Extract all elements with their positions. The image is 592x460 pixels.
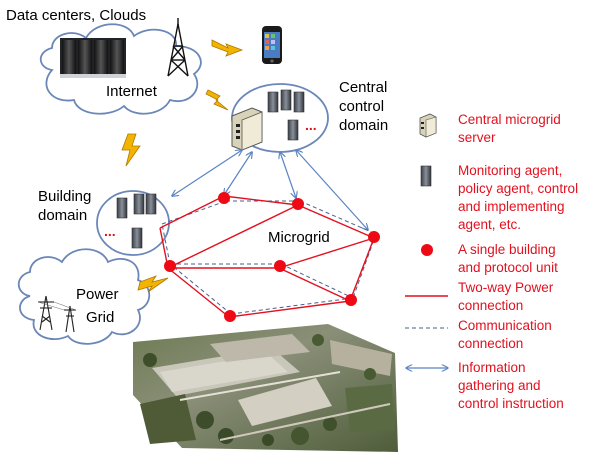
legend-power-1: Two-way Power [458, 280, 554, 295]
legend-info-1: Information [458, 360, 526, 375]
legend-comm-2: connection [458, 336, 523, 351]
building-node [292, 198, 304, 210]
label-data-centers: Data centers, Clouds [6, 7, 146, 24]
agent-server-icons-central [267, 89, 305, 141]
label-internet: Internet [106, 83, 158, 100]
power-connections [159, 195, 375, 318]
aerial-photo [133, 324, 398, 452]
ellipsis-building: ... [104, 223, 116, 239]
legend-agent-server-icon [420, 165, 432, 187]
antenna-tower-icon [167, 18, 189, 77]
smartphone-icon [262, 26, 282, 64]
building-node [274, 260, 286, 272]
legend-agent-1: Monitoring agent, [458, 163, 562, 178]
legend-central-server-2: server [458, 130, 496, 145]
building-nodes [164, 192, 380, 322]
label-building-2: domain [38, 207, 87, 224]
label-power: Power [76, 286, 119, 303]
label-central-2: control [339, 98, 384, 115]
legend-agent-4: agent, etc. [458, 217, 521, 232]
building-node [368, 231, 380, 243]
legend: Central microgrid server Monitoring agen… [405, 112, 578, 411]
legend-info-3: control instruction [458, 396, 564, 411]
power-pylon-icon [37, 295, 77, 333]
ellipsis-central: ... [305, 117, 317, 133]
building-node [345, 294, 357, 306]
central-server-icon [231, 107, 263, 151]
label-central-3: domain [339, 117, 388, 134]
label-microgrid: Microgrid [268, 229, 330, 246]
lightning-icon-tower-phone [211, 39, 244, 57]
lightning-icon-grid [137, 275, 169, 293]
power-grid-cloud [17, 248, 151, 345]
legend-comm-1: Communication [458, 318, 552, 333]
communication-connections [161, 200, 377, 315]
legend-agent-2: policy agent, control [458, 181, 578, 196]
lightning-icon-internet-central [205, 89, 229, 111]
lightning-icon-internet-building [121, 133, 141, 167]
legend-node-2: and protocol unit [458, 260, 558, 275]
label-grid: Grid [86, 309, 114, 326]
lightning-icons [121, 39, 244, 293]
building-node [224, 310, 236, 322]
legend-power-2: connection [458, 298, 523, 313]
information-arrows [172, 150, 368, 230]
legend-agent-3: and implementing [458, 199, 565, 214]
agent-server-icons-building [116, 193, 157, 249]
legend-info-2: gathering and [458, 378, 541, 393]
building-node [218, 192, 230, 204]
building-node [164, 260, 176, 272]
data-center-icon [60, 38, 126, 78]
label-building-1: Building [38, 188, 91, 205]
label-central-1: Central [339, 79, 387, 96]
legend-node-1: A single building [458, 242, 556, 257]
legend-building-node-icon [421, 244, 433, 256]
legend-central-server-icon [419, 113, 437, 138]
legend-central-server-1: Central microgrid [458, 112, 561, 127]
